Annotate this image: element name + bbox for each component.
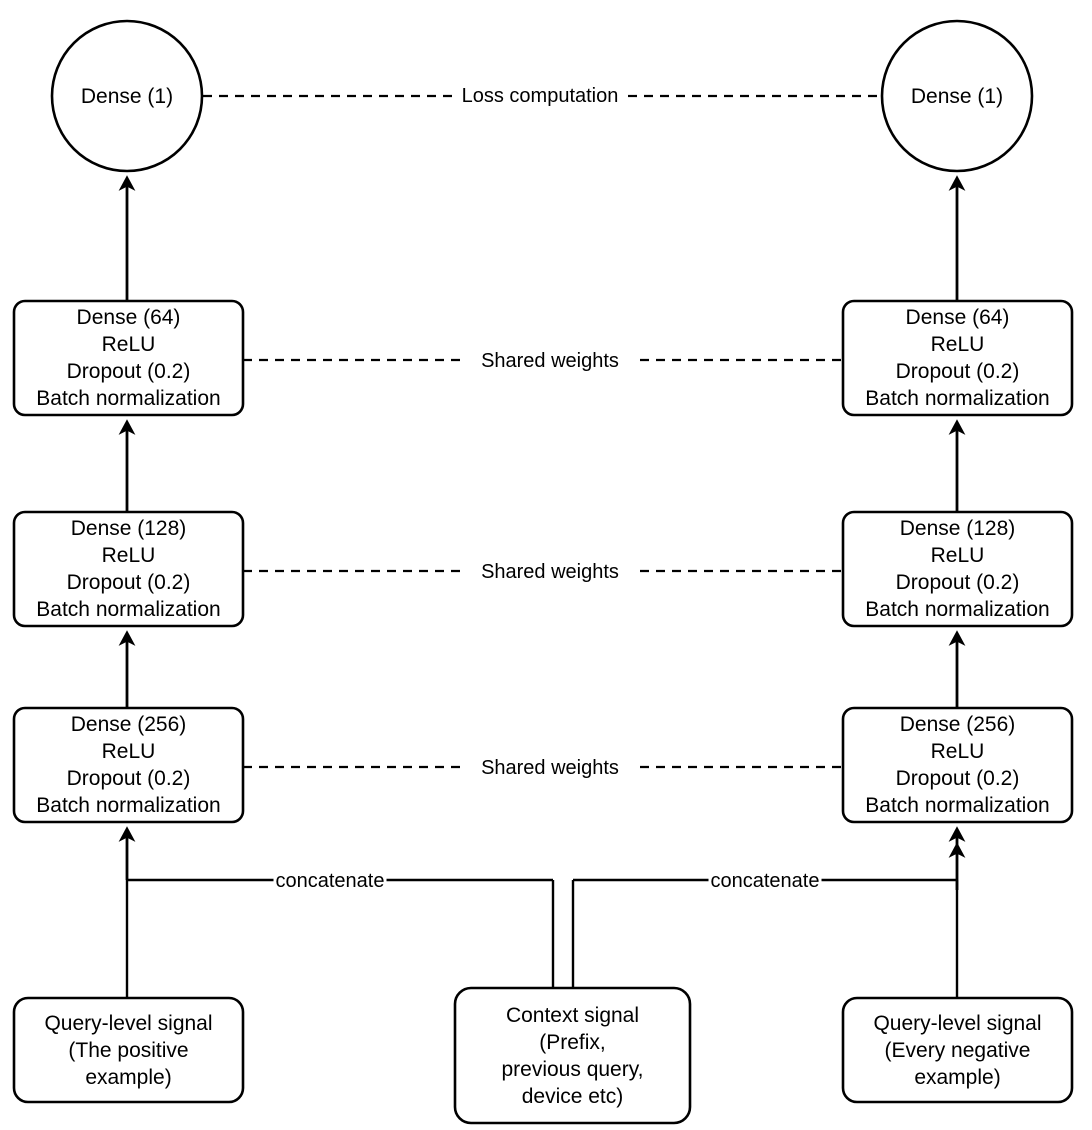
loss-computation-label: Loss computation [459,85,621,107]
shared-weights-label-128: Shared weights [479,561,621,583]
right-dense64-box [841,299,1074,417]
context-input-box [453,986,692,1125]
concatenate-label-left: concatenate [273,870,387,892]
right-output-circle [880,19,1034,173]
concatenate-label-right: concatenate [708,870,822,892]
shared-weights-label-256: Shared weights [479,757,621,779]
left-output-circle [50,19,204,173]
right-input-box [841,996,1074,1104]
right-dense128-box [841,510,1074,628]
left-input-box [12,996,245,1104]
shared-weights-label-64: Shared weights [479,350,621,372]
left-dense64-box [12,299,245,417]
left-dense256-box [12,706,245,824]
left-dense128-box [12,510,245,628]
right-dense256-box [841,706,1074,824]
